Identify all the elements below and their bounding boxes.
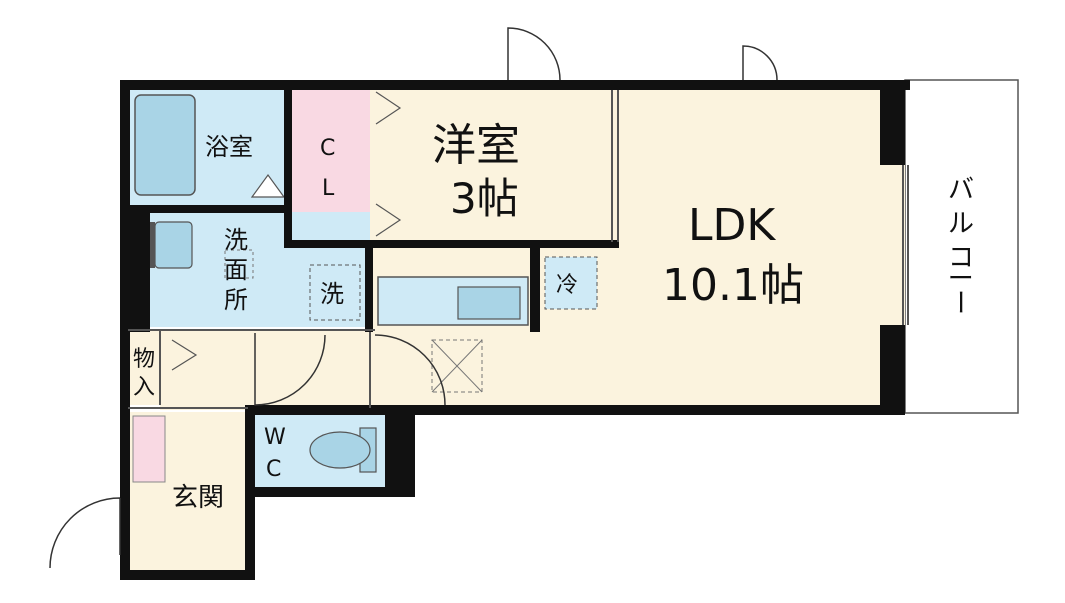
western-room-floor bbox=[370, 88, 615, 240]
room-label-storage-1: 物 bbox=[133, 347, 155, 372]
room-label-ldk: LDK bbox=[688, 200, 776, 251]
ldk-hall-door bbox=[374, 334, 446, 406]
toilet-bowl bbox=[309, 431, 371, 469]
room-label-closet-c: C bbox=[320, 136, 335, 161]
room-label-washroom-1: 洗 bbox=[224, 226, 248, 254]
shoe-closet bbox=[132, 415, 166, 483]
closet-door-icon bbox=[375, 203, 402, 237]
room-label-wc-c: C bbox=[266, 457, 281, 482]
balcony-area bbox=[904, 79, 1019, 414]
ldk-floor bbox=[615, 88, 905, 408]
closet-door-icon bbox=[375, 91, 402, 125]
room-label-wc-w: W bbox=[264, 425, 286, 450]
cooktop-hatch bbox=[431, 339, 483, 393]
hall-door bbox=[254, 333, 326, 406]
room-label-entrance: 玄関 bbox=[172, 483, 224, 513]
bathtub bbox=[134, 94, 196, 196]
balcony-label-3: コ bbox=[948, 243, 974, 273]
walls bbox=[120, 80, 910, 580]
room-label-storage-2: 入 bbox=[133, 375, 155, 400]
fridge-label: 冷 bbox=[556, 273, 578, 298]
room-label-washroom-3: 所 bbox=[224, 286, 248, 314]
hallway-floor bbox=[160, 330, 375, 410]
balcony-label-4: ニ bbox=[948, 257, 974, 287]
room-label-closet-l: L bbox=[322, 176, 335, 201]
room-label-western: 洋室 bbox=[432, 120, 520, 171]
room-label-washroom-2: 面 bbox=[224, 256, 248, 284]
ldk-door bbox=[742, 45, 778, 81]
sink bbox=[154, 221, 193, 269]
entrance-door bbox=[49, 497, 121, 569]
balcony-label-2: ル bbox=[948, 209, 974, 239]
washer-space bbox=[309, 264, 361, 321]
doors bbox=[49, 27, 778, 569]
room-label-bath: 浴室 bbox=[205, 133, 253, 161]
balcony-label-5: ー bbox=[944, 289, 974, 315]
fridge-space bbox=[544, 256, 598, 310]
kitchen-sink bbox=[457, 286, 521, 320]
bath-step-icon bbox=[250, 173, 286, 198]
storage-floor bbox=[128, 330, 160, 405]
sink-mirror bbox=[150, 222, 155, 268]
balcony-label-1: バ bbox=[948, 175, 974, 205]
storage-door-icon bbox=[171, 339, 198, 371]
western-door bbox=[507, 27, 561, 81]
partitions bbox=[128, 90, 909, 409]
room-label-ldk-size: 10.1帖 bbox=[662, 260, 804, 311]
cooktop-hatch-line bbox=[431, 339, 483, 393]
washer-label: 洗 bbox=[320, 280, 344, 308]
room-label-western-size: 3帖 bbox=[450, 174, 519, 223]
washroom-hatch bbox=[224, 249, 254, 279]
